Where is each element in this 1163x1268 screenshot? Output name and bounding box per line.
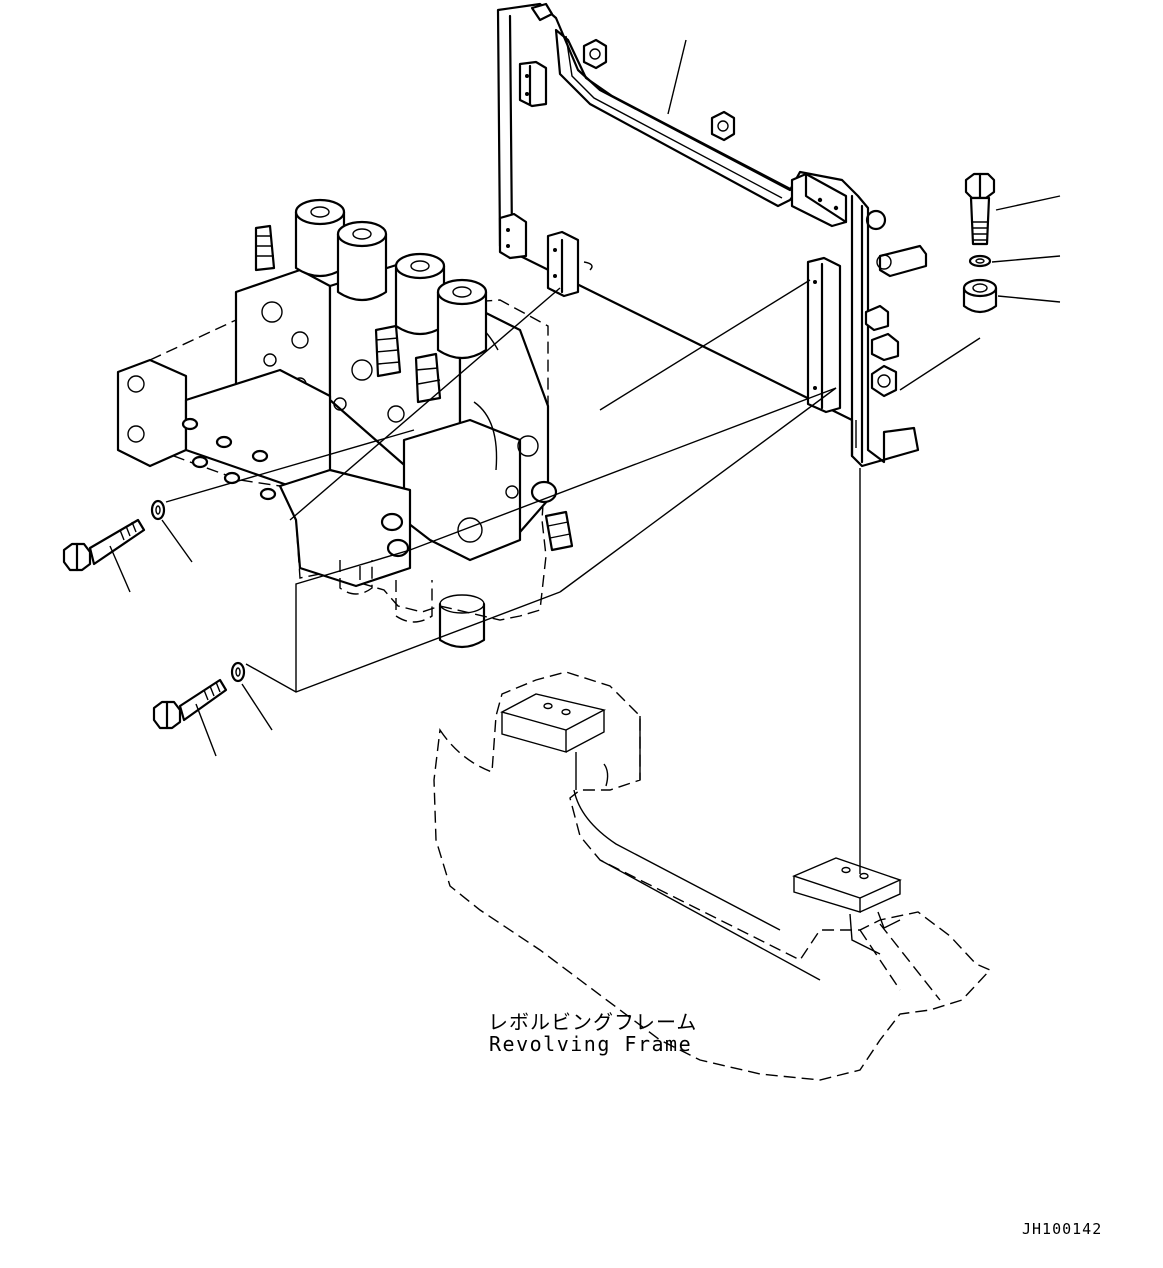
- left-bolt-lower: [152, 661, 273, 757]
- left-bolt-upper: [62, 499, 193, 593]
- solenoid-coils: [294, 198, 488, 360]
- right-fastener-set: [899, 172, 1061, 391]
- assembly-lines: [165, 279, 861, 874]
- valve-fittings: [254, 224, 574, 558]
- control-valve-assembly: [116, 198, 574, 649]
- revolving-frame: [433, 671, 992, 1081]
- drawing-number: JH100142: [1022, 1220, 1103, 1238]
- leader-line: [667, 39, 687, 115]
- revolving-frame-label-en: Revolving Frame: [489, 1032, 693, 1056]
- revolving-frame-label-jp: レボルビングフレーム: [488, 1010, 698, 1034]
- mounting-bracket: [496, 2, 928, 468]
